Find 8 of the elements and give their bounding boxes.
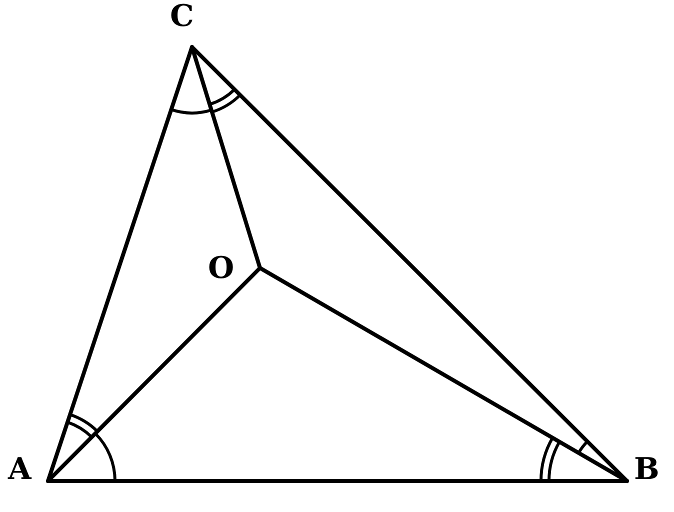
vertex-label: A: [8, 455, 32, 485]
line-segment: [190, 45, 262, 270]
line-segment: [46, 266, 262, 483]
vertex-label: O: [208, 254, 234, 284]
vertex-label: B: [634, 455, 660, 485]
line-segment: [258, 266, 629, 483]
line-segment: [46, 479, 629, 483]
vertex-label: C: [170, 2, 194, 32]
